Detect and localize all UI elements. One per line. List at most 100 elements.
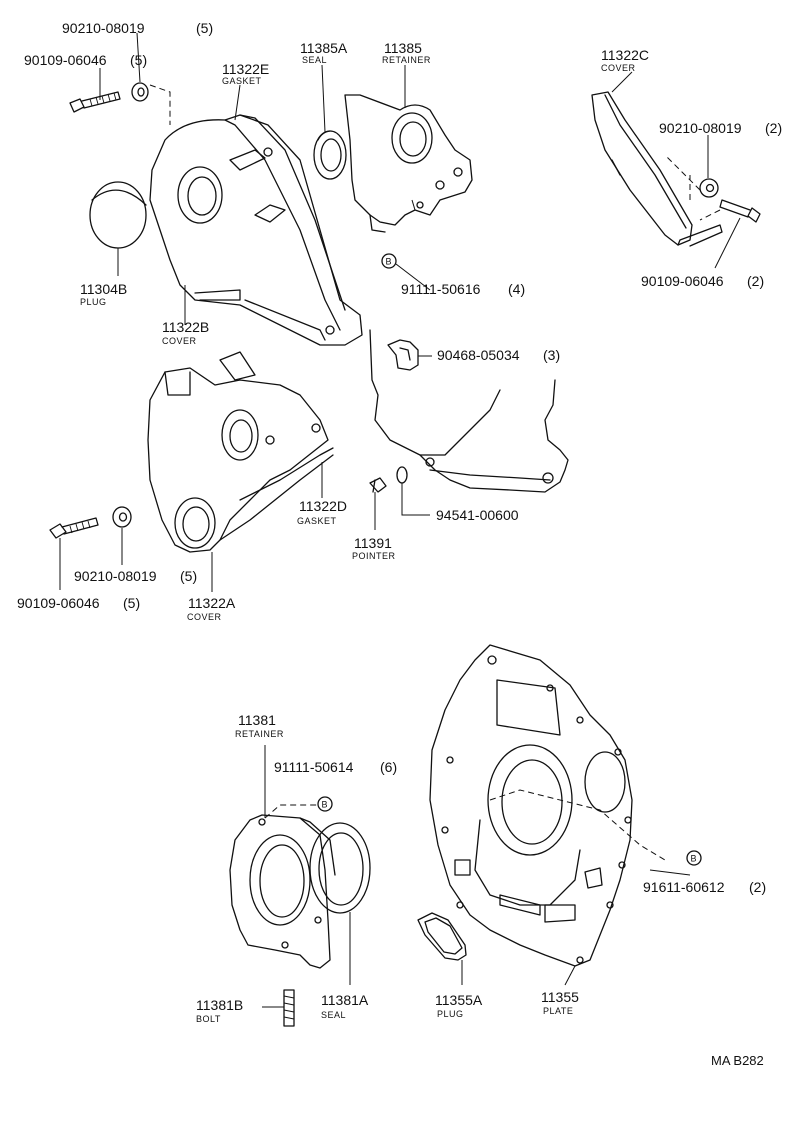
clip-90468 [387, 339, 419, 371]
svg-text:(6): (6) [380, 759, 397, 775]
callout-b-plate: B [686, 850, 702, 866]
seal-11385A [313, 130, 347, 180]
label-11322B: 11322B COVER [162, 319, 209, 346]
leader-91611 [649, 869, 691, 876]
cover-11322A [147, 351, 334, 553]
svg-text:11391: 11391 [354, 535, 392, 551]
svg-text:11385A: 11385A [300, 40, 348, 56]
label-11391: 11391 POINTER [352, 535, 396, 561]
svg-text:(5): (5) [196, 20, 213, 36]
plug-11304B [89, 181, 147, 249]
label-11381: 11381 RETAINER [235, 712, 284, 739]
washer-94541 [396, 466, 408, 484]
label-90210-08019-top-left: 90210-08019 (5) [62, 20, 213, 36]
svg-text:RETAINER: RETAINER [235, 729, 284, 739]
svg-text:(3): (3) [543, 347, 560, 363]
label-90210-08019-right: 90210-08019 (2) [659, 120, 782, 136]
svg-text:11381: 11381 [238, 712, 276, 728]
svg-text:90210-08019: 90210-08019 [659, 120, 742, 136]
leader-11385A [321, 64, 326, 133]
retainer-11381 [229, 814, 336, 969]
leader-94541 [401, 483, 430, 516]
svg-text:11381B: 11381B [196, 997, 243, 1013]
washer-90210-top-left [131, 82, 149, 102]
svg-text:94541-00600: 94541-00600 [436, 507, 519, 523]
svg-text:11322E: 11322E [222, 61, 269, 77]
bolt-90109-bottom-left [49, 517, 99, 539]
svg-text:(2): (2) [747, 273, 764, 289]
svg-text:GASKET: GASKET [222, 76, 262, 86]
svg-text:(5): (5) [180, 568, 197, 584]
plug-11355A [417, 912, 467, 961]
svg-text:90210-08019: 90210-08019 [62, 20, 145, 36]
svg-text:PLUG: PLUG [437, 1009, 464, 1019]
svg-text:90109-06046: 90109-06046 [641, 273, 724, 289]
svg-text:91611-60612: 91611-60612 [643, 879, 725, 895]
svg-text:POINTER: POINTER [352, 551, 396, 561]
svg-text:90210-08019: 90210-08019 [74, 568, 157, 584]
svg-text:BOLT: BOLT [196, 1014, 221, 1024]
washer-90210-right [699, 178, 719, 198]
label-11304B: 11304B PLUG [80, 281, 127, 307]
washer-90210-bottom-left [112, 506, 132, 528]
leader-91111-50616 [395, 263, 431, 291]
label-94541-00600: 94541-00600 [436, 507, 519, 523]
plate-11355 [429, 644, 633, 967]
svg-text:PLATE: PLATE [543, 1006, 573, 1016]
leader-90109-right [714, 217, 741, 269]
svg-text:11304B: 11304B [80, 281, 127, 297]
svg-text:B: B [691, 854, 698, 864]
svg-text:B: B [386, 257, 393, 267]
label-90109-06046-bottom-left: 90109-06046 (5) [17, 595, 140, 611]
label-11385A: 11385A SEAL [300, 40, 348, 65]
dash-retainer-11381 [264, 804, 318, 819]
callout-b-retainer: B [317, 796, 333, 812]
svg-text:90468-05034: 90468-05034 [437, 347, 520, 363]
diagram-code: MA B282 [711, 1053, 764, 1068]
label-11322E: 11322E GASKET [222, 61, 269, 86]
svg-text:11381A: 11381A [321, 992, 369, 1008]
label-91611-60612: 91611-60612 (2) [643, 879, 766, 895]
svg-text:(2): (2) [749, 879, 766, 895]
label-11322D: 11322D GASKET [297, 498, 347, 526]
cover-11322C [591, 91, 723, 247]
svg-text:(2): (2) [765, 120, 782, 136]
svg-text:11322B: 11322B [162, 319, 209, 335]
bolt-90109-top-left [69, 91, 121, 113]
svg-text:11385: 11385 [384, 40, 422, 56]
label-90109-06046-top-left: 90109-06046 (5) [24, 52, 147, 68]
leader-11322C [611, 71, 633, 93]
lead-91111-50616-a [411, 199, 416, 211]
svg-text:11322C: 11322C [601, 47, 649, 63]
bolt-11381B [283, 989, 295, 1027]
cover-11322B [149, 114, 363, 346]
svg-text:91111-50614: 91111-50614 [274, 759, 354, 775]
label-90468-05034: 90468-05034 (3) [437, 347, 560, 363]
label-91111-50614: 91111-50614 (6) [274, 759, 397, 775]
engine-block [369, 329, 569, 493]
svg-text:90109-06046: 90109-06046 [17, 595, 100, 611]
label-11355: 11355 PLATE [541, 989, 579, 1016]
svg-text:(5): (5) [123, 595, 140, 611]
svg-text:SEAL: SEAL [302, 55, 327, 65]
svg-text:SEAL: SEAL [321, 1010, 346, 1020]
svg-text:GASKET: GASKET [297, 516, 337, 526]
svg-text:11322A: 11322A [188, 595, 236, 611]
svg-text:90109-06046: 90109-06046 [24, 52, 107, 68]
label-90210-08019-bottom-left: 90210-08019 (5) [74, 568, 197, 584]
svg-text:11355A: 11355A [435, 992, 483, 1008]
svg-text:(5): (5) [130, 52, 147, 68]
callout-b-upper: B [381, 253, 397, 269]
seal-11381A [309, 822, 371, 914]
label-90109-06046-right: 90109-06046 (2) [641, 273, 764, 289]
leader-90210-tl [136, 32, 141, 83]
svg-text:B: B [322, 800, 329, 810]
dash-right-cover [664, 154, 721, 221]
label-11322A: 11322A COVER [187, 595, 236, 622]
dash-plate-bolt [489, 789, 666, 861]
svg-text:11322D: 11322D [299, 498, 347, 514]
svg-text:COVER: COVER [187, 612, 222, 622]
label-11381B: 11381B BOLT [196, 997, 243, 1024]
bolt-90109-right [719, 199, 761, 223]
